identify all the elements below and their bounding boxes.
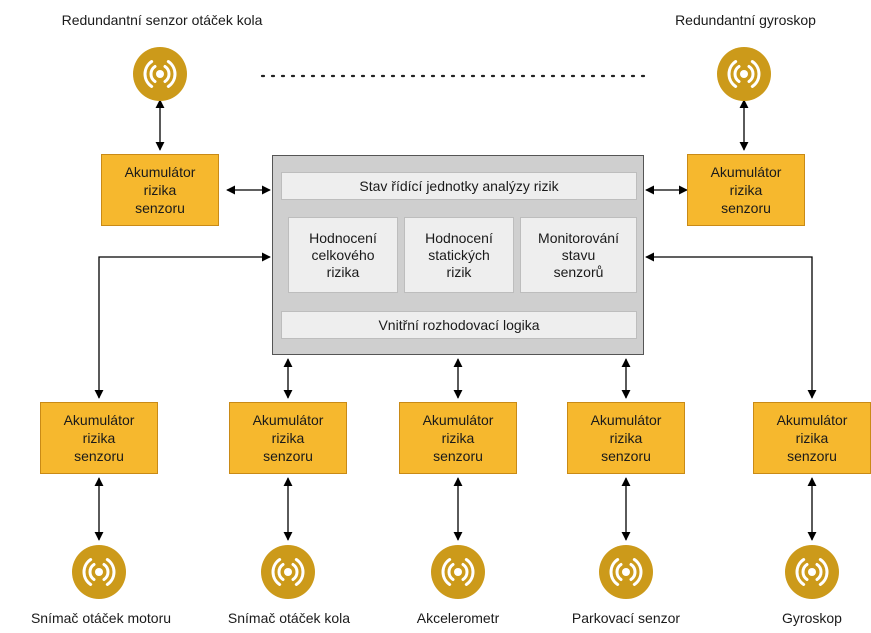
accumulator-bottom-1: Akumulátor rizika senzoru [40, 402, 158, 474]
conn-elbow-left [94, 252, 271, 399]
sensor-monitoring-panel: Monitorování stavu senzorů [520, 217, 637, 293]
accumulator-bottom-4: Akumulátor rizika senzoru [567, 402, 685, 474]
label-redundant-gyroscope: Redundantní gyroskop [675, 12, 816, 28]
risk-analysis-control-unit: Stav řídící jednotky analýzy rizik Hodno… [272, 155, 644, 355]
label-engine-speed-sensor: Snímač otáček motoru [30, 610, 172, 626]
sensor-icon-redundant-wheel [133, 47, 187, 101]
static-risk-panel: Hodnocení statických rizik [404, 217, 514, 293]
ecu-state-panel: Stav řídící jednotky analýzy rizik [281, 172, 637, 200]
overall-risk-panel: Hodnocení celkového rizika [288, 217, 398, 293]
label-redundant-wheel-sensor: Redundantní senzor otáček kola [61, 12, 263, 28]
accumulator-top-left: Akumulátor rizika senzoru [101, 154, 219, 226]
accumulator-bottom-3: Akumulátor rizika senzoru [399, 402, 517, 474]
label-accelerometer: Akcelerometr [416, 610, 500, 626]
decision-logic-panel: Vnitřní rozhodovací logika [281, 311, 637, 339]
accumulator-bottom-5: Akumulátor rizika senzoru [753, 402, 871, 474]
sensor-icon-accelerometer [431, 545, 485, 599]
label-gyroscope: Gyroskop [782, 610, 842, 626]
sensor-icon-engine [72, 545, 126, 599]
accumulator-bottom-2: Akumulátor rizika senzoru [229, 402, 347, 474]
sensor-icon-parking [599, 545, 653, 599]
sensor-icon-gyroscope [785, 545, 839, 599]
label-wheel-speed-sensor: Snímač otáček kola [227, 610, 351, 626]
sensor-icon-wheel [261, 545, 315, 599]
label-parking-sensor: Parkovací senzor [571, 610, 681, 626]
accumulator-top-right: Akumulátor rizika senzoru [687, 154, 805, 226]
sensor-icon-redundant-gyro [717, 47, 771, 101]
conn-elbow-right [645, 252, 817, 399]
